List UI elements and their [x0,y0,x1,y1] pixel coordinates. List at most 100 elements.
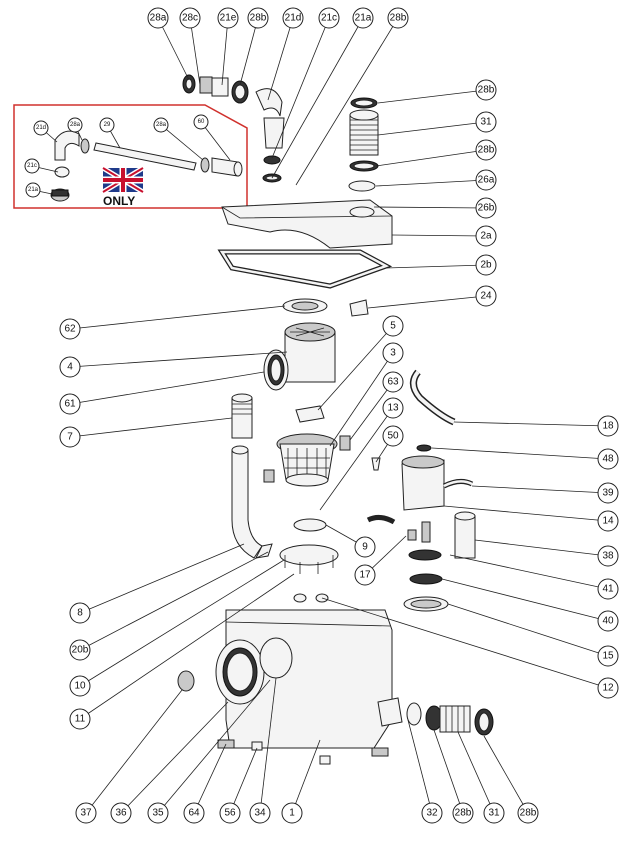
leader-line-28c [189,17,201,86]
leader-line-39 [471,485,609,494]
leader-line-10 [79,559,285,687]
callout-28b: 28b [387,7,409,29]
callout-31: 31 [483,802,505,824]
callout-label: 24 [480,291,492,302]
inset-callout-28a: 28a [153,117,169,133]
gasket-2b [217,249,393,289]
callout-label: 61 [64,399,76,410]
float-switch-assembly [366,369,476,612]
leader-line-64 [193,743,227,814]
callout-label: 36 [115,808,127,819]
leader-line-41 [449,554,609,590]
callout-circle [59,318,81,340]
leader-line-26a [375,179,487,187]
callout-56: 56 [219,802,241,824]
callout-circle [475,254,497,276]
callout-circle [452,802,474,824]
inset-callout-label: 21a [28,187,39,193]
callout-13: 13 [382,397,404,419]
callout-circle [354,536,376,558]
callout-39: 39 [597,482,619,504]
callout-label: 2a [480,231,492,242]
callout-label: 10 [74,681,86,692]
callout-circle [318,7,340,29]
callout-circle [217,7,239,29]
callout-circle [183,802,205,824]
callout-label: 20b [72,645,89,656]
callout-4: 4 [59,356,81,378]
callout-61: 61 [59,393,81,415]
callout-label: 50 [387,431,399,442]
callout-label: 56 [224,808,236,819]
callout-circle [179,7,201,29]
callout-7: 7 [59,426,81,448]
callout-label: 28b [520,808,537,819]
leader-line-2b [385,264,487,269]
callout-37: 37 [75,802,97,824]
callout-17: 17 [354,564,376,586]
callout-label: 2b [480,260,492,271]
callout-label: 37 [80,808,92,819]
callout-62: 62 [59,318,81,340]
leader-line-24 [367,295,487,309]
leader-line-3 [329,352,394,447]
callout-24: 24 [475,285,497,307]
callout-label: 13 [387,403,399,414]
callout-label: 48 [602,454,614,465]
callout-label: 11 [75,714,86,725]
leader-line-12 [321,597,609,689]
callout-label: 7 [67,432,73,443]
plate-9 [293,518,327,532]
callout-label: 39 [602,488,614,499]
callout-8: 8 [69,602,91,624]
callout-circle [597,545,619,567]
callout-label: 28b [478,85,495,96]
callout-label: 63 [387,377,399,388]
callout-circle [382,315,404,337]
callout-label: 21e [220,13,237,24]
callout-12: 12 [597,677,619,699]
inset-callout-label: 21d [36,125,46,131]
pump-body-4 [263,322,336,391]
leader-line-28a [157,17,190,81]
callout-circle [219,802,241,824]
leader-line-4 [69,351,288,368]
callout-21e: 21e [217,7,239,29]
callout-14: 14 [597,510,619,532]
callout-circle [382,371,404,393]
callout-20b: 20b [69,639,91,661]
inset-leader-60 [200,121,231,161]
leader-line-36 [120,701,229,814]
leader-line-28b [295,17,399,186]
callout-28a: 28a [147,7,169,29]
callout-label: 26a [478,175,495,186]
callout-label: 64 [188,808,200,819]
callout-circle [597,482,619,504]
callout-circle [69,639,91,661]
inset-callout-21c: 21c [24,158,40,174]
callout-circle [475,169,497,191]
impeller-cage-3 [263,405,351,487]
callout-label: 14 [602,516,614,527]
inset-border [13,104,248,209]
callout-circle [475,139,497,161]
callout-label: 8 [77,608,83,619]
inset-callout-21a: 21a [25,182,41,198]
leader-line-28b [483,735,529,814]
leader-line-63 [349,381,394,441]
callout-circle [59,426,81,448]
callout-label: 9 [362,542,368,553]
callout-circle [597,415,619,437]
leader-line-38 [474,539,609,557]
callout-15: 15 [597,645,619,667]
leader-line-32 [407,719,433,814]
callout-26a: 26a [475,169,497,191]
inset-callout-label: 60 [198,119,205,125]
inset-leader-28a [160,124,204,161]
leader-line-7 [69,417,233,438]
leader-line-28b [377,89,487,104]
inset-callout-label: 21c [27,163,37,169]
callout-label: 17 [359,570,371,581]
callout-circle [597,610,619,632]
